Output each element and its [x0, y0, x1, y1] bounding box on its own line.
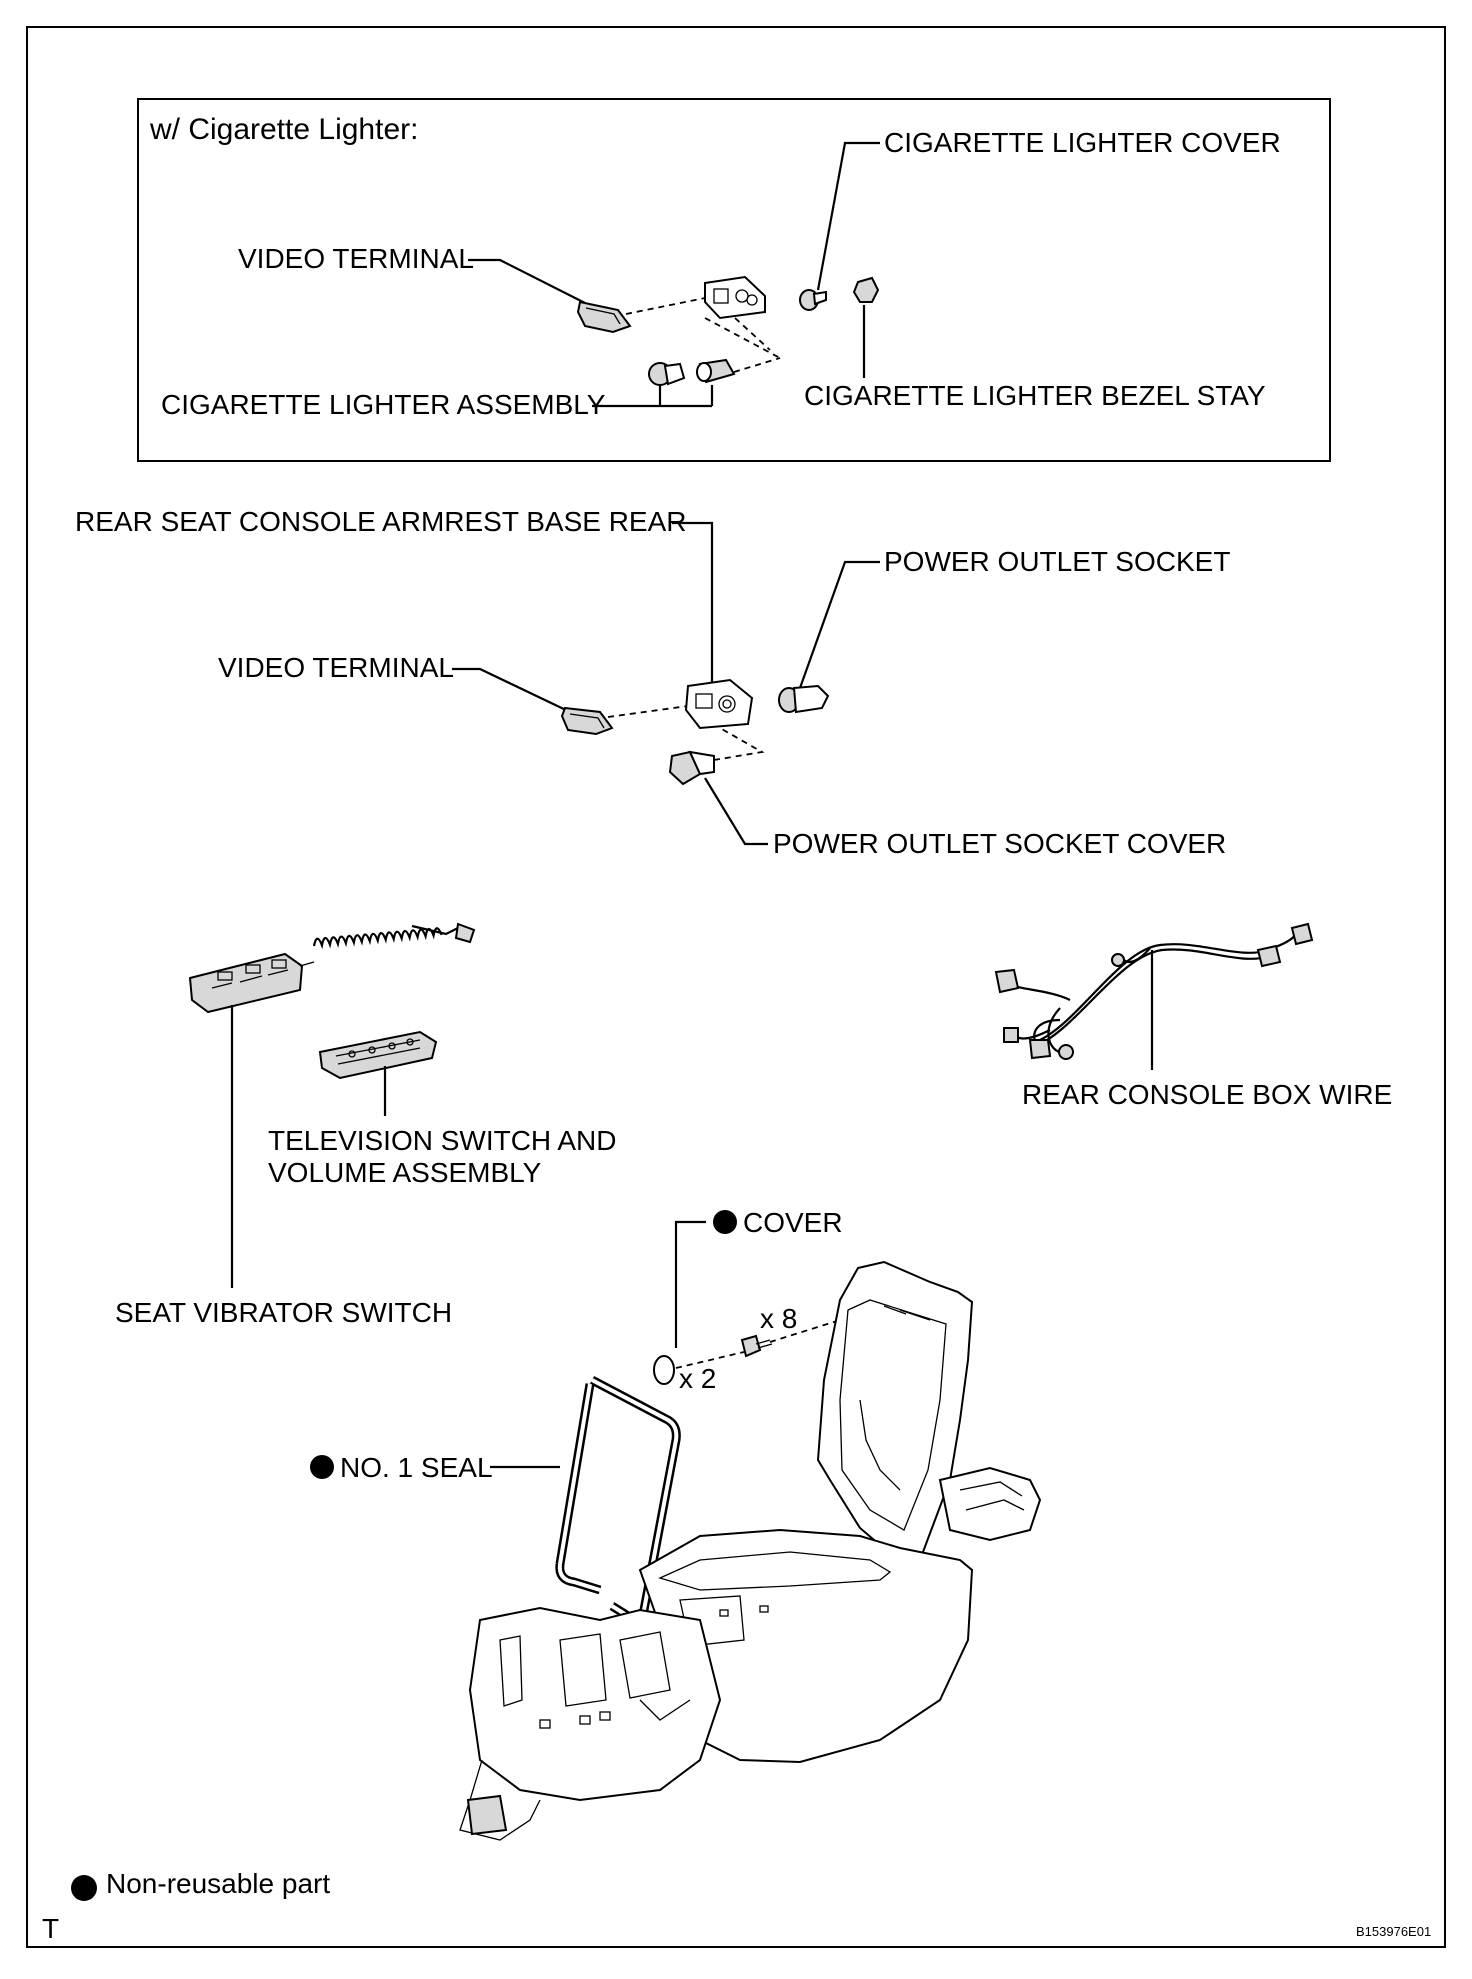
video-terminal-part-mid [560, 706, 614, 736]
power-outlet-socket-cover-part [668, 750, 715, 786]
rear-console-box-wire-part [994, 922, 1314, 1060]
leader-power-outlet-socket [798, 560, 880, 689]
rear-seat-console-body [459, 1260, 1042, 1841]
dash-bezel-to-lighter [704, 317, 781, 359]
dash-cover-to-bezel [713, 727, 765, 761]
label-qty-x8: x 8 [760, 1303, 797, 1334]
leader-cigarette-lighter-assembly [592, 385, 714, 408]
cigarette-lighter-cover-part [799, 289, 827, 311]
dash-video-to-bezel-mid [607, 705, 689, 718]
leader-video-terminal-top [468, 258, 586, 304]
non-reusable-mark-cover [713, 1210, 737, 1234]
cigarette-lighter-part-a [648, 362, 686, 386]
cigarette-lighter-part-b [696, 358, 736, 384]
screw-part [740, 1334, 773, 1358]
inset-box [137, 98, 1331, 462]
non-reusable-mark-seal [310, 1455, 334, 1479]
label-television-switch-line1: TELEVISION SWITCH AND [268, 1125, 617, 1156]
coiled-cord [312, 927, 443, 950]
cigarette-lighter-bezel-stay-part [852, 276, 880, 303]
dash-lighter-b [733, 357, 781, 373]
leader-cigarette-lighter-cover [816, 141, 880, 291]
dash-bezel-to-lighter-2 [734, 317, 771, 351]
legend-text: Non-reusable part [106, 1868, 330, 1899]
leader-cover [674, 1220, 706, 1348]
video-terminal-part-top [576, 300, 632, 334]
label-rear-console-box-wire: REAR CONSOLE BOX WIRE [1022, 1079, 1392, 1110]
seat-vibrator-switch-part [188, 922, 476, 1014]
corner-mark: T [42, 1913, 59, 1944]
bezel-part-mid [684, 678, 754, 730]
no1-seal-part [555, 1376, 681, 1623]
inset-title: w/ Cigarette Lighter: [149, 113, 418, 146]
label-qty-x2: x 2 [679, 1363, 716, 1394]
figure-code: B153976E01 [1356, 1924, 1431, 1939]
label-cigarette-lighter-assembly: CIGARETTE LIGHTER ASSEMBLY [161, 389, 606, 420]
label-television-switch-line2: VOLUME ASSEMBLY [268, 1157, 542, 1188]
leader-video-terminal-mid [452, 667, 571, 713]
outer-frame [26, 26, 1446, 1948]
non-reusable-legend-mark [71, 1875, 97, 1901]
television-switch-part [318, 1030, 438, 1080]
label-power-outlet-socket: POWER OUTLET SOCKET [884, 546, 1230, 577]
leader-armrest-base-rear [672, 521, 714, 690]
label-cigarette-lighter-cover: CIGARETTE LIGHTER COVER [884, 127, 1281, 158]
label-video-terminal-top: VIDEO TERMINAL [238, 243, 474, 274]
label-rear-seat-console-armrest-base-rear: REAR SEAT CONSOLE ARMREST BASE REAR [75, 506, 687, 537]
label-cover: COVER [743, 1207, 843, 1238]
leader-power-outlet-socket-cover [704, 777, 768, 846]
label-no1-seal: NO. 1 SEAL [340, 1452, 493, 1483]
dash-cover-to-screw [675, 1351, 745, 1369]
label-power-outlet-socket-cover: POWER OUTLET SOCKET COVER [773, 828, 1226, 859]
label-seat-vibrator-switch: SEAT VIBRATOR SWITCH [115, 1297, 452, 1328]
power-outlet-socket-part [778, 684, 830, 714]
bezel-part-top [704, 275, 766, 320]
label-cigarette-lighter-bezel-stay: CIGARETTE LIGHTER BEZEL STAY [804, 380, 1266, 411]
label-video-terminal-mid: VIDEO TERMINAL [218, 652, 454, 683]
cover-part [653, 1355, 675, 1385]
dash-video-to-bezel-top [625, 297, 706, 315]
